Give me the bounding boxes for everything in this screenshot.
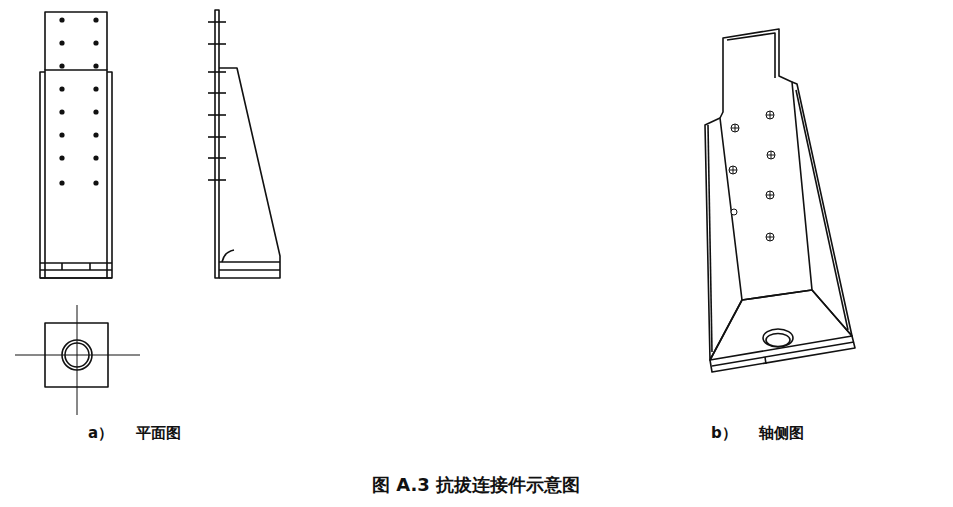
bolt-holes [729, 111, 775, 241]
view-label: b） [711, 424, 737, 443]
figure-caption: 图 A.3 抗拔连接件示意图 [372, 473, 580, 497]
view-label: a） [88, 424, 113, 443]
view-label: 平面图 [136, 424, 181, 443]
axonometric-view [705, 29, 855, 372]
plan-view [15, 305, 140, 415]
view-label: 轴侧图 [759, 424, 804, 443]
nail-holes [59, 17, 98, 185]
side-view [208, 10, 280, 278]
front-view [40, 12, 112, 278]
